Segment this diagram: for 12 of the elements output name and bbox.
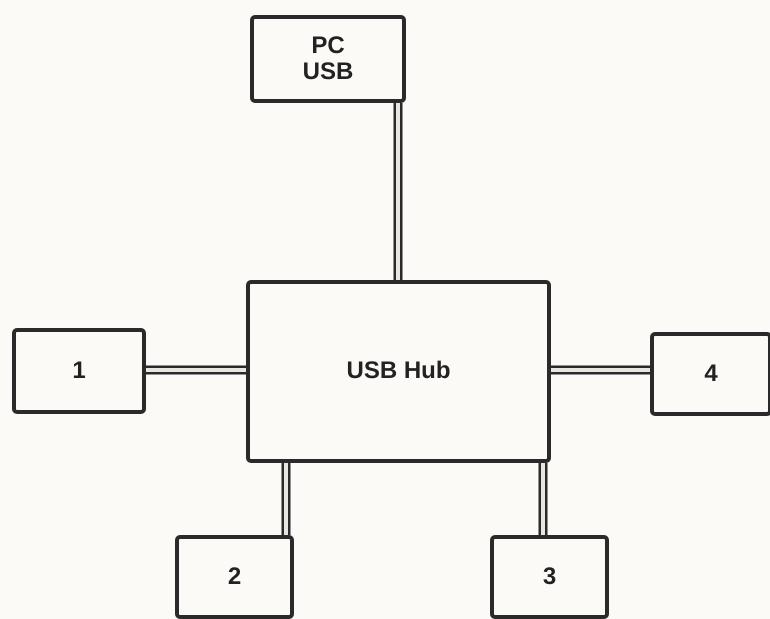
box-label: 4 [704, 360, 718, 388]
device-box [12, 328, 146, 414]
device-box [250, 15, 406, 103]
box-label: 3 [542, 564, 556, 590]
box-label: PC USB [302, 32, 354, 86]
box-label: 1 [72, 358, 86, 384]
device-box [650, 332, 770, 416]
device-box [175, 535, 294, 619]
device-box [490, 535, 609, 619]
box-label: 2 [228, 564, 242, 590]
hub-box [246, 280, 551, 463]
box-label: USB Hub [346, 358, 450, 385]
